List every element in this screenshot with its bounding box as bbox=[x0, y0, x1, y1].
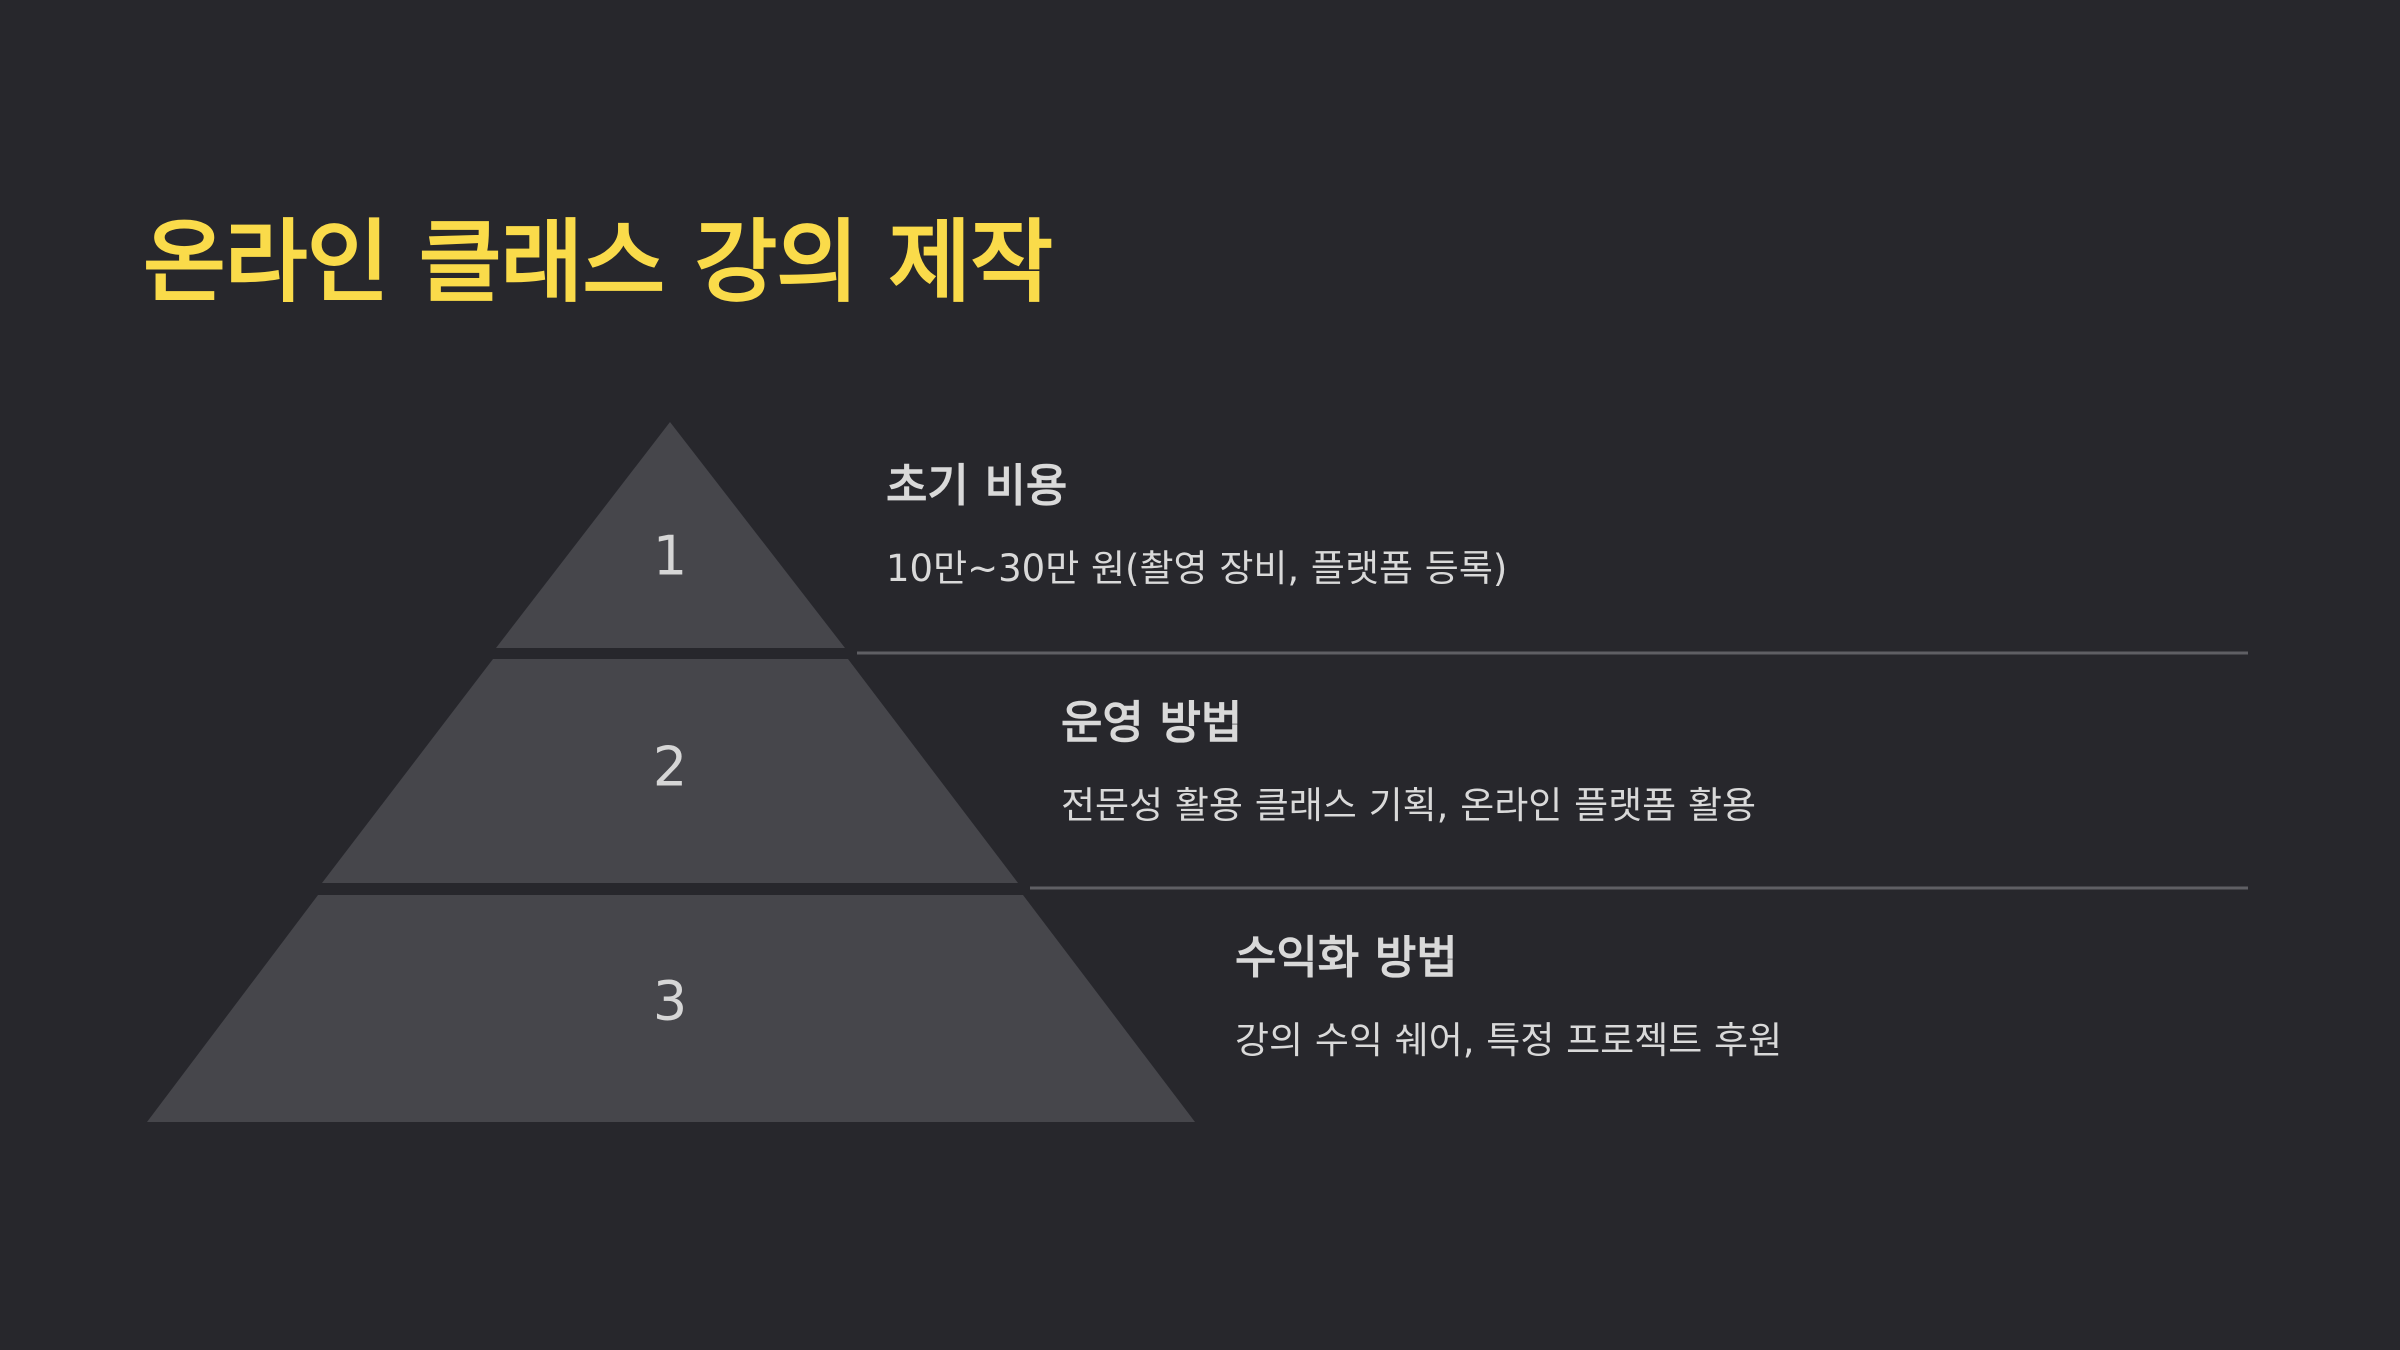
tier-heading-3: 수익화 방법 bbox=[1235, 931, 1458, 984]
tier-number-2: 2 bbox=[653, 736, 687, 799]
tier-number-3: 3 bbox=[653, 970, 687, 1033]
pyramid-tier-3 bbox=[147, 895, 1195, 1122]
tier-heading-2: 운영 방법 bbox=[1061, 696, 1243, 749]
tier-info-2: 운영 방법 전문성 활용 클래스 기획, 온라인 플랫폼 활용 bbox=[1061, 700, 1756, 824]
tier-number-1: 1 bbox=[653, 525, 687, 588]
tier-description-3: 강의 수익 쉐어, 특정 프로젝트 후원 bbox=[1235, 1019, 1783, 1062]
pyramid-tier-1 bbox=[496, 422, 845, 648]
pyramid-tier-2 bbox=[322, 659, 1018, 883]
tier-info-3: 수익화 방법 강의 수익 쉐어, 특정 프로젝트 후원 bbox=[1235, 935, 1782, 1059]
tier-description-1: 10만~30만 원(촬영 장비, 플랫폼 등록) bbox=[886, 547, 1508, 590]
tier-description-2: 전문성 활용 클래스 기획, 온라인 플랫폼 활용 bbox=[1061, 784, 1757, 827]
page-title: 온라인 클래스 강의 제작 bbox=[143, 210, 1053, 315]
tier-heading-1: 초기 비용 bbox=[886, 459, 1068, 512]
tier-info-1: 초기 비용 10만~30만 원(촬영 장비, 플랫폼 등록) bbox=[886, 463, 1507, 587]
